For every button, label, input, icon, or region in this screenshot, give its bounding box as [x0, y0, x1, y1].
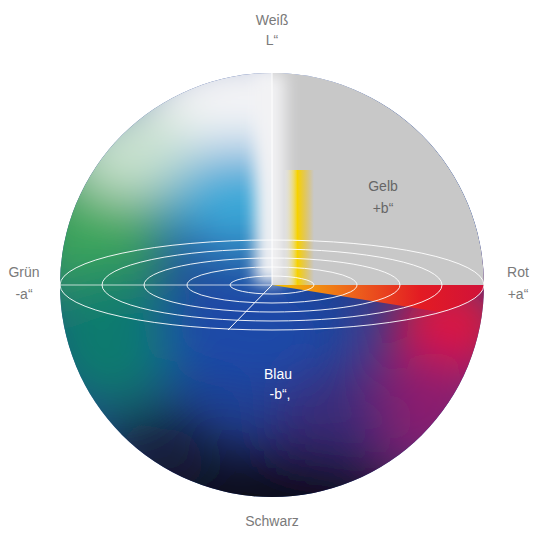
l-axis: [272, 73, 273, 285]
b-axis: [228, 285, 272, 330]
sphere-body: [25, 40, 510, 538]
cut-face: [272, 73, 484, 285]
equator-plane: [272, 285, 484, 312]
axis-name: Gelb: [368, 178, 398, 194]
axis-letter: -a“: [15, 286, 32, 302]
axis-name: Rot: [507, 264, 529, 280]
axis-name: Grün: [8, 264, 39, 280]
a-axis: [60, 285, 272, 286]
axis-letter: +a“: [508, 286, 529, 302]
axis-letter: -b“,: [270, 386, 291, 402]
axis-letter: +b“: [373, 200, 394, 216]
axis-name: Weiß: [256, 12, 288, 28]
axis-name: Blau: [264, 366, 292, 382]
axis-letter: L“: [266, 32, 278, 48]
axis-name: Schwarz: [245, 513, 299, 529]
